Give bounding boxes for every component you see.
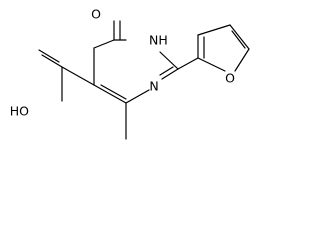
- bond-c2-n1: [159, 51, 179, 70]
- bond-furan-c4-c5: [229, 24, 250, 50]
- bond-cooh-o-double: [38, 49, 60, 63]
- pyrimidine-ring: [93, 39, 179, 104]
- ring-n-label: N: [149, 79, 158, 94]
- hydroxyl-label: HO: [10, 104, 29, 119]
- bond-cooh-o: [41, 54, 63, 68]
- carbonyl-group: [93, 20, 121, 49]
- bond-c5-c4-inner: [100, 84, 127, 100]
- bond-furan-c4-c5-double: [231, 30, 246, 49]
- bond-c4-n3: [125, 89, 150, 104]
- bond-furan-c3-c4: [197, 24, 231, 36]
- bond-c5-c4: [93, 84, 127, 104]
- furan-oxygen-label: O: [225, 71, 235, 86]
- bond-n3-c2: [161, 68, 179, 80]
- bond-c6-carbonyl-o: [93, 39, 115, 49]
- bond-c5-cooh: [61, 66, 95, 86]
- bond-c2-furan: [177, 57, 199, 70]
- bond-furan-c5-o: [234, 48, 250, 72]
- bond-furan-o-c2: [197, 57, 226, 72]
- molecule-structure: O NH N HO O: [10, 7, 250, 140]
- carbonyl-oxygen-label: O: [91, 7, 101, 22]
- carboxylic-acid-group: [38, 49, 95, 102]
- furan-ring: [177, 24, 250, 72]
- bond-n3-c2-inner: [159, 66, 174, 76]
- ring-nh-label: NH: [149, 33, 168, 48]
